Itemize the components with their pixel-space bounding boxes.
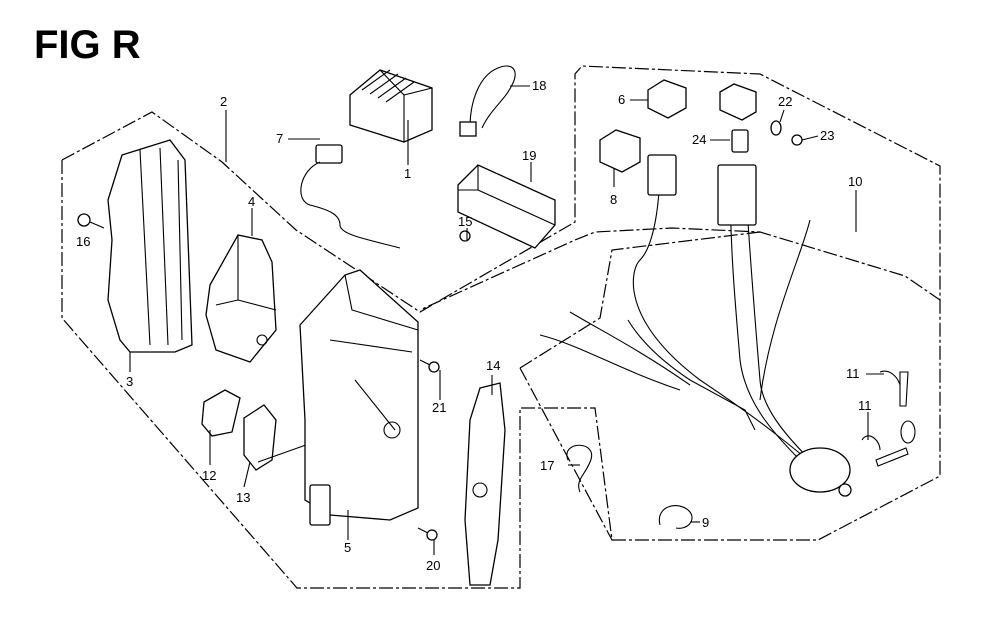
part-21-screw	[419, 359, 440, 373]
part-9-clip	[658, 505, 693, 529]
part-17-clip	[566, 444, 593, 493]
callout-8: 8	[610, 192, 617, 207]
callout-18: 18	[532, 78, 546, 93]
part-19-pad	[457, 164, 556, 249]
callout-11-upper: 11	[846, 366, 860, 381]
part-23-nut	[791, 134, 803, 146]
part-5-control-box	[299, 269, 419, 526]
part-16-screw	[77, 213, 105, 229]
callout-6: 6	[618, 92, 625, 107]
part-18-band	[459, 65, 516, 137]
leader-lines	[129, 85, 884, 555]
callout-1: 1	[404, 166, 411, 181]
callout-24: 24	[692, 132, 706, 147]
callout-22: 22	[778, 94, 792, 109]
part-22-washer	[770, 120, 782, 136]
group-boundary-left	[61, 65, 941, 313]
callout-20: 20	[426, 558, 440, 573]
callout-5: 5	[344, 540, 351, 555]
callout-9: 9	[702, 515, 709, 530]
part-1-regulator	[349, 69, 433, 143]
callout-19: 19	[522, 148, 536, 163]
part-10-wire-harness	[539, 154, 852, 497]
callout-10: 10	[848, 174, 862, 189]
part-7-connector	[300, 144, 401, 249]
callout-21: 21	[432, 400, 446, 415]
part-12-switch	[201, 389, 241, 437]
callout-13: 13	[236, 490, 250, 505]
figure-title: FIG R	[34, 23, 141, 67]
callout-17: 17	[540, 458, 554, 473]
callout-3: 3	[126, 374, 133, 389]
callout-23: 23	[820, 128, 834, 143]
part-3-cover	[107, 139, 193, 353]
group-boundary-bottom	[61, 160, 941, 589]
part-8-connector-cap	[599, 129, 641, 173]
callout-14: 14	[486, 358, 500, 373]
part-11-tie-upper	[879, 370, 909, 407]
callout-16: 16	[76, 234, 90, 249]
callout-4: 4	[248, 194, 255, 209]
callout-2: 2	[220, 94, 227, 109]
part-4-bracket	[205, 234, 277, 363]
callout-7: 7	[276, 131, 283, 146]
part-20-screw	[417, 527, 438, 541]
callout-11-lower: 11	[858, 398, 872, 413]
group-boundary-inner	[519, 231, 761, 541]
callout-15: 15	[458, 214, 472, 229]
part-14-plate	[464, 382, 506, 586]
callout-12: 12	[202, 468, 216, 483]
part-15-screw	[459, 230, 471, 242]
part-6-fuse-holder	[647, 79, 687, 119]
part-11-tie-lower	[861, 420, 916, 467]
part-24-fuse	[719, 83, 757, 153]
